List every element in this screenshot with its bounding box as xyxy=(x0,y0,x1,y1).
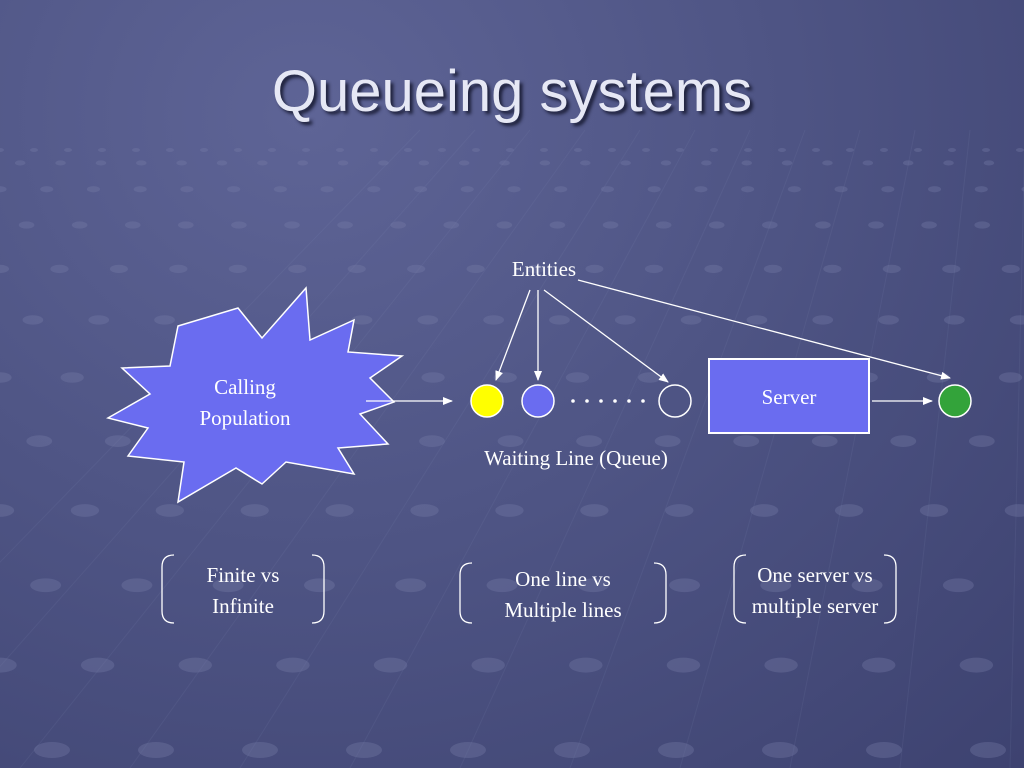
attribute-line: Infinite xyxy=(212,594,274,618)
waiting-line-label: Waiting Line (Queue) xyxy=(484,446,668,470)
attribute-line: One line vs xyxy=(515,567,611,591)
server-box xyxy=(708,358,870,434)
bracket-lines xyxy=(459,562,667,624)
entity-pointer-arrow xyxy=(543,289,669,383)
queue-ellipsis-dots xyxy=(571,399,645,403)
calling-population-line: Population xyxy=(199,406,291,430)
attribute-line: One server vs xyxy=(757,563,873,587)
attribute-servers: One server vs multiple server xyxy=(724,560,906,622)
attribute-finite: Finite vs Infinite xyxy=(162,560,324,622)
calling-population-line: Calling xyxy=(214,375,276,399)
bracket-finite xyxy=(161,554,325,624)
entity-pointer-arrow xyxy=(495,289,531,381)
calling-population-burst xyxy=(106,286,405,504)
entities-label: Entities xyxy=(511,257,577,281)
slide-title: Queueing systems xyxy=(271,59,753,124)
server-label: Server xyxy=(761,385,817,409)
calling-population-label: Calling Population xyxy=(160,372,330,434)
attribute-lines: One line vs Multiple lines xyxy=(460,564,666,626)
served-entity xyxy=(938,384,972,418)
queue-entity-empty xyxy=(658,384,692,418)
attribute-line: Multiple lines xyxy=(504,598,622,622)
queue-entity-yellow xyxy=(470,384,504,418)
attribute-line: Finite vs xyxy=(206,563,280,587)
attribute-line: multiple server xyxy=(751,594,879,618)
bracket-servers xyxy=(733,554,897,624)
queue-entity-blue xyxy=(521,384,555,418)
entity-pointer-arrow xyxy=(577,279,951,380)
